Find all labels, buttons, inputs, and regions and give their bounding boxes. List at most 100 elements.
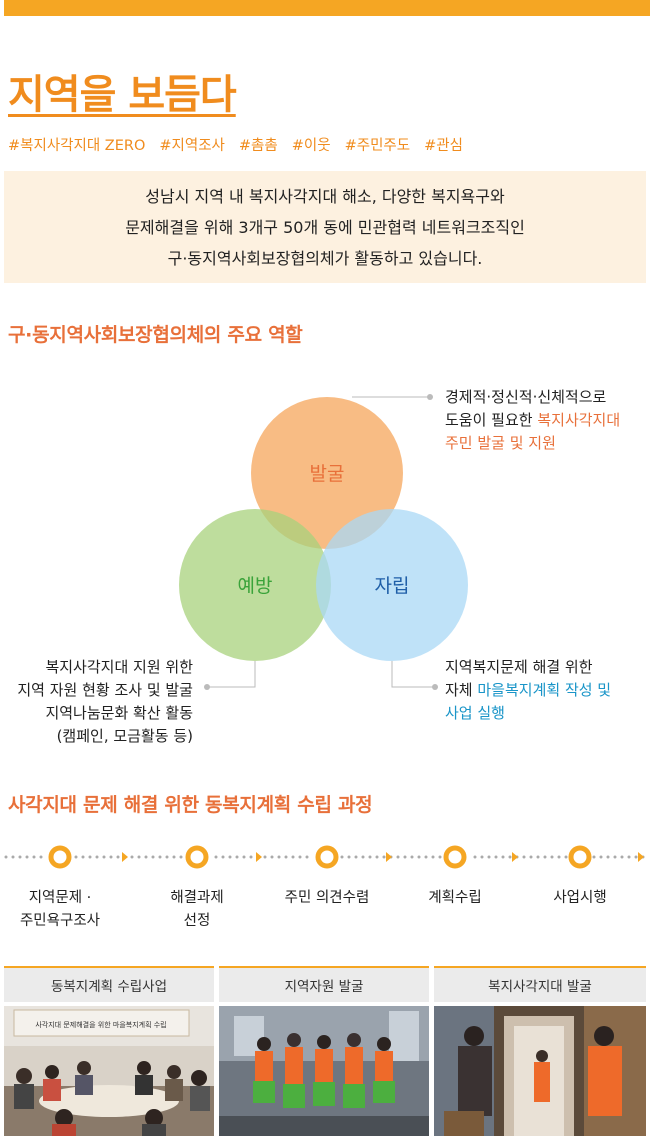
timeline-dot xyxy=(88,855,92,859)
process-step-2: 해결과제 선정 xyxy=(170,890,224,929)
venn-label-discovery: 발굴 xyxy=(310,463,345,485)
timeline-dot xyxy=(403,855,407,859)
timeline-dot xyxy=(494,855,498,859)
callout-line: 지역나눔문화 확산 활동 xyxy=(45,704,193,722)
process-steps: 지역문제 · 주민욕구조사 해결과제 선정 주민 의견수렴 계획수립 사업시행 xyxy=(0,887,650,937)
timeline-dot xyxy=(536,855,540,859)
callout-highlight: 사업 실행 xyxy=(445,704,505,722)
hashtag: #이웃 xyxy=(291,138,331,154)
timeline-dot xyxy=(277,855,281,859)
timeline-dot xyxy=(298,855,302,859)
top-accent-bar xyxy=(4,0,650,16)
timeline-dot xyxy=(480,855,484,859)
timeline-dot xyxy=(263,855,267,859)
timeline-node-3 xyxy=(315,845,339,869)
timeline-dot xyxy=(242,855,246,859)
timeline-dot xyxy=(606,855,610,859)
timeline-dot xyxy=(368,855,372,859)
timeline-dot xyxy=(137,855,141,859)
callout-line: 지역 자원 현황 조사 및 발굴 xyxy=(17,681,193,699)
timeline-dot xyxy=(424,855,428,859)
timeline-arrow xyxy=(386,852,392,862)
callout-text: 도움이 필요한 xyxy=(445,411,538,429)
process-timeline xyxy=(4,845,645,869)
timeline-dot xyxy=(634,855,638,859)
hashtag: #주민주도 xyxy=(344,138,411,154)
callout-line: 복지사각지대 지원 위한 xyxy=(45,658,193,676)
timeline-dot xyxy=(543,855,547,859)
timeline-arrow xyxy=(122,852,128,862)
timeline-dot xyxy=(151,855,155,859)
timeline-dot xyxy=(235,855,239,859)
venn-circle-prevention xyxy=(179,509,331,661)
venn-circle-independence xyxy=(316,509,468,661)
timeline-dot xyxy=(557,855,561,859)
photo-caption: 복지사각지대 발굴 xyxy=(434,966,646,1002)
roles-section-title: 구·동지역사회보장협의체의 주요 역할 xyxy=(8,324,303,346)
callout-highlight: 주민 발굴 및 지원 xyxy=(445,434,556,452)
timeline-dot xyxy=(410,855,414,859)
timeline-dot xyxy=(620,855,624,859)
callout-line: 자체 마을복지계획 작성 및 xyxy=(445,679,611,702)
timeline-dot xyxy=(172,855,176,859)
timeline-dot xyxy=(95,855,99,859)
timeline-dot xyxy=(102,855,106,859)
callout-line: (캠페인, 모금활동 등) xyxy=(56,727,193,745)
timeline-dot xyxy=(417,855,421,859)
callout-highlight: 복지사각지대 xyxy=(537,411,621,429)
timeline-node-2 xyxy=(185,845,209,869)
timeline-dot xyxy=(613,855,617,859)
timeline-dot xyxy=(592,855,596,859)
timeline-dot xyxy=(375,855,379,859)
timeline-dot xyxy=(158,855,162,859)
timeline-dot xyxy=(487,855,491,859)
timeline-dot xyxy=(354,855,358,859)
connector-dot-right xyxy=(432,684,438,690)
process-step-3: 주민 의견수렴 xyxy=(284,890,370,906)
venn-label-prevention: 예방 xyxy=(238,575,273,597)
timeline-dot xyxy=(81,855,85,859)
callout-line: 지역복지문제 해결 위한 xyxy=(445,658,593,676)
photo-caption: 동복지계획 수립사업 xyxy=(4,966,214,1002)
timeline-dot xyxy=(522,855,526,859)
timeline-dot xyxy=(305,855,309,859)
timeline-dot xyxy=(109,855,113,859)
timeline-dot xyxy=(431,855,435,859)
connector-dot-left xyxy=(204,684,210,690)
callout-line: 도움이 필요한 복지사각지대 xyxy=(445,409,620,432)
timeline-dot xyxy=(270,855,274,859)
hashtag: #지역조사 xyxy=(159,138,225,154)
callout-prevention: 복지사각지대 지원 위한 지역 자원 현황 조사 및 발굴 지역나눔문화 확산 … xyxy=(17,656,193,748)
connector-line-right xyxy=(391,661,435,688)
venn-circle-discovery xyxy=(251,397,403,549)
timeline-dot xyxy=(221,855,225,859)
photo-card-planning: 동복지계획 수립사업 사각지대 문제해결을 위한 마을복지계획 수립 xyxy=(4,966,214,1136)
connector-dot-top xyxy=(427,394,433,400)
timeline-dot xyxy=(25,855,29,859)
photo-caption: 지역자원 발굴 xyxy=(219,966,429,1002)
timeline-dot xyxy=(564,855,568,859)
timeline-node-1 xyxy=(48,845,72,869)
timeline-dot xyxy=(529,855,533,859)
timeline-dot xyxy=(284,855,288,859)
timeline-dot xyxy=(396,855,400,859)
process-section-title: 사각지대 문제 해결 위한 동복지계획 수립 과정 xyxy=(8,794,373,816)
connector-line-left xyxy=(207,661,256,688)
process-step-4: 계획수립 xyxy=(428,890,482,906)
hashtag-list: #복지사각지대 ZERO #지역조사 #촘촘 #이웃 #주민주도 #관심 xyxy=(8,134,463,155)
timeline-dot xyxy=(4,855,8,859)
callout-independence: 지역복지문제 해결 위한 자체 마을복지계획 작성 및 사업 실행 xyxy=(445,656,611,725)
timeline-dot xyxy=(473,855,477,859)
timeline-dot xyxy=(382,855,386,859)
timeline-arrow xyxy=(512,852,518,862)
timeline-dot xyxy=(599,855,603,859)
page-title: 지역을 보듬다 xyxy=(8,72,237,118)
photo-home-visit xyxy=(434,1006,646,1136)
timeline-dot xyxy=(32,855,36,859)
callout-highlight: 마을복지계획 작성 및 xyxy=(477,681,612,699)
timeline-dot xyxy=(179,855,183,859)
timeline-dot xyxy=(165,855,169,859)
venn-label-independence: 자립 xyxy=(375,575,410,597)
intro-line: 문제해결을 위해 3개구 50개 동에 민관협력 네트워크조직인 xyxy=(125,217,525,237)
hashtag: #복지사각지대 ZERO xyxy=(8,138,146,154)
